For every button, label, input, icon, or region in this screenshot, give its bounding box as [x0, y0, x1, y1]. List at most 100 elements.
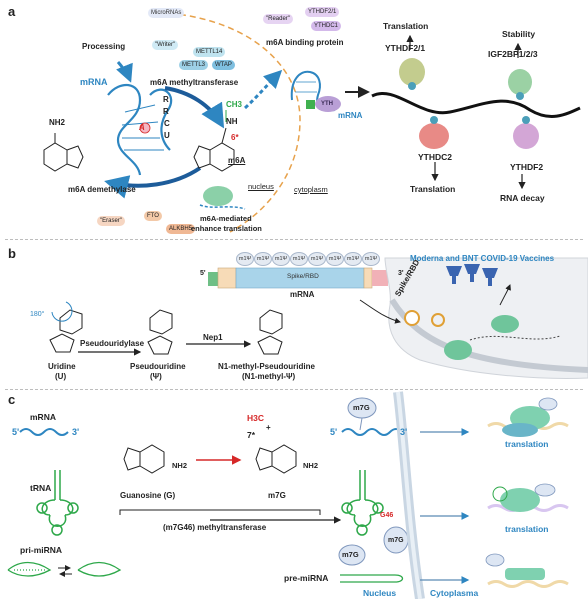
h3c-label: H3C — [247, 413, 265, 423]
ythdf21-pill: YTHDF2/1 — [305, 7, 340, 17]
nh2-m7g: NH2 — [303, 461, 319, 470]
reader-a-box — [306, 100, 315, 109]
enhance-label: enhance translation — [191, 224, 262, 233]
panel-letter-a: a — [8, 4, 16, 19]
processing-label: Processing — [82, 42, 126, 51]
uridine-label: Uridine — [48, 362, 76, 371]
nucleus-c-label: Nucleus — [363, 588, 397, 598]
translation-c1-label: translation — [505, 439, 549, 449]
g46-label: G46 — [380, 512, 394, 519]
five-prime-b: 5' — [200, 270, 206, 277]
ribosome-a — [203, 186, 233, 206]
m1psi-bubble-3: m1Ψ — [272, 252, 290, 266]
mrna-wave-c — [19, 428, 69, 436]
translation-scene-3 — [485, 553, 569, 588]
ythdc2-label: YTHDC2 — [418, 152, 453, 162]
n1-structure — [257, 309, 283, 355]
translation-scene-1 — [487, 397, 569, 437]
separator-bc — [5, 389, 583, 390]
m1psi-bubble-2: m1Ψ — [254, 252, 272, 266]
adenine-structure — [43, 133, 84, 172]
binding-protein-label: m6A binding protein — [266, 38, 344, 47]
m7g-pre-label: m7G — [342, 550, 359, 559]
a-base-dot — [139, 122, 151, 134]
uridine-structure — [49, 301, 83, 353]
plus-label: + — [266, 423, 271, 432]
ythdf2-label: YTHDF2 — [510, 162, 544, 172]
nep1-label: Nep1 — [203, 333, 223, 342]
fto-pill: FTO — [144, 211, 162, 221]
uridine-abbr: (U) — [55, 372, 67, 381]
mrna-3utr — [372, 270, 388, 286]
methyltransferase-label: m6A methyltransferase — [150, 78, 239, 87]
demethylase-label: m6A demethylase — [68, 185, 136, 194]
ythdc1-pill: YTHDC1 — [311, 21, 342, 31]
igf2bp-label: IGF2BP1/2/3 — [488, 49, 538, 59]
nh2-label-a: NH2 — [49, 118, 66, 127]
translation-bottom-label: Translation — [410, 184, 456, 194]
yth-label: YTH — [321, 101, 333, 107]
pseudouridylase-label: Pseudouridylase — [80, 339, 145, 348]
three-prime-c: 3' — [72, 427, 80, 437]
base-r2: R — [163, 107, 169, 116]
moderna-label: Moderna and BNT COVID-19 Vaccines — [410, 254, 555, 263]
lnp-particle — [404, 310, 420, 326]
panel-letter-b: b — [8, 246, 16, 261]
m7g-structure — [255, 444, 297, 474]
base-r1: R — [163, 95, 169, 104]
m1psi-bubble-1: m1Ψ — [236, 252, 254, 266]
m7g-label: m7G — [268, 491, 286, 500]
five-prime-c-right: 5' — [330, 427, 338, 437]
nh-label: NH — [226, 117, 238, 126]
ythdf2-blob — [513, 123, 539, 149]
mrna-5utr — [208, 272, 218, 286]
wtap-pill: WTAP — [212, 60, 235, 70]
mrna-c-label: mRNA — [30, 412, 56, 422]
seven-star-label: 7* — [247, 430, 256, 440]
translation-c2-label: translation — [505, 524, 549, 534]
spike-proteins — [446, 264, 498, 286]
three-prime-b: 3' — [398, 270, 404, 277]
m1psi-bubble-6: m1Ψ — [326, 252, 344, 266]
ribosome-b — [491, 315, 519, 333]
mediated-label: m6A-mediated — [200, 214, 252, 223]
stability-label: Stability — [502, 29, 536, 39]
methyltransferase-arrow — [164, 86, 225, 129]
pre-mirna — [340, 574, 404, 583]
pseudouridine-structure — [147, 309, 173, 355]
reader-pill: "Reader" — [263, 14, 293, 24]
cytoplasm-label: cytoplasm — [294, 185, 328, 194]
base-c: C — [164, 119, 170, 128]
base-a: A — [139, 123, 145, 132]
demethylase-arrow — [104, 166, 202, 199]
bracket — [119, 509, 321, 515]
mrna-hairpin-left — [107, 84, 173, 176]
pri-mirna — [7, 561, 122, 577]
yth-domain — [315, 96, 341, 112]
spike-rbd-bar-label: Spike/RBD — [287, 273, 319, 280]
pseudouridine-label: Pseudouridine — [130, 362, 186, 371]
methyltransferase-c-label: (m7G46) methyltransferase — [163, 523, 267, 532]
translation-scene-2 — [487, 483, 569, 512]
m1psi-bubble-7: m1Ψ — [344, 252, 362, 266]
mettl3-pill: METTL3 — [179, 60, 209, 70]
cell-body — [384, 257, 588, 379]
mrna-b-label: mRNA — [290, 290, 315, 299]
ythdf2-1-blob — [399, 58, 425, 86]
microrna-pill: MicroRNAs — [148, 8, 185, 18]
m6a-structure — [193, 110, 235, 172]
m1psi-bubble-8: m1Ψ — [362, 252, 380, 266]
five-prime-c: 5' — [12, 427, 20, 437]
igf2bp-blob — [508, 69, 532, 95]
processing-arrow — [116, 61, 133, 83]
mrna-left-label: mRNA — [80, 77, 108, 87]
writer-pill: "Writer" — [152, 40, 179, 50]
separator-ab — [5, 239, 583, 240]
trna-left — [36, 470, 79, 536]
nh2-guanosine: NH2 — [172, 461, 188, 470]
m7g-pre-bubble — [338, 544, 366, 566]
panel-letter-c: c — [8, 392, 16, 407]
m6a-label: m6A — [228, 156, 246, 165]
base-u: U — [164, 131, 170, 140]
